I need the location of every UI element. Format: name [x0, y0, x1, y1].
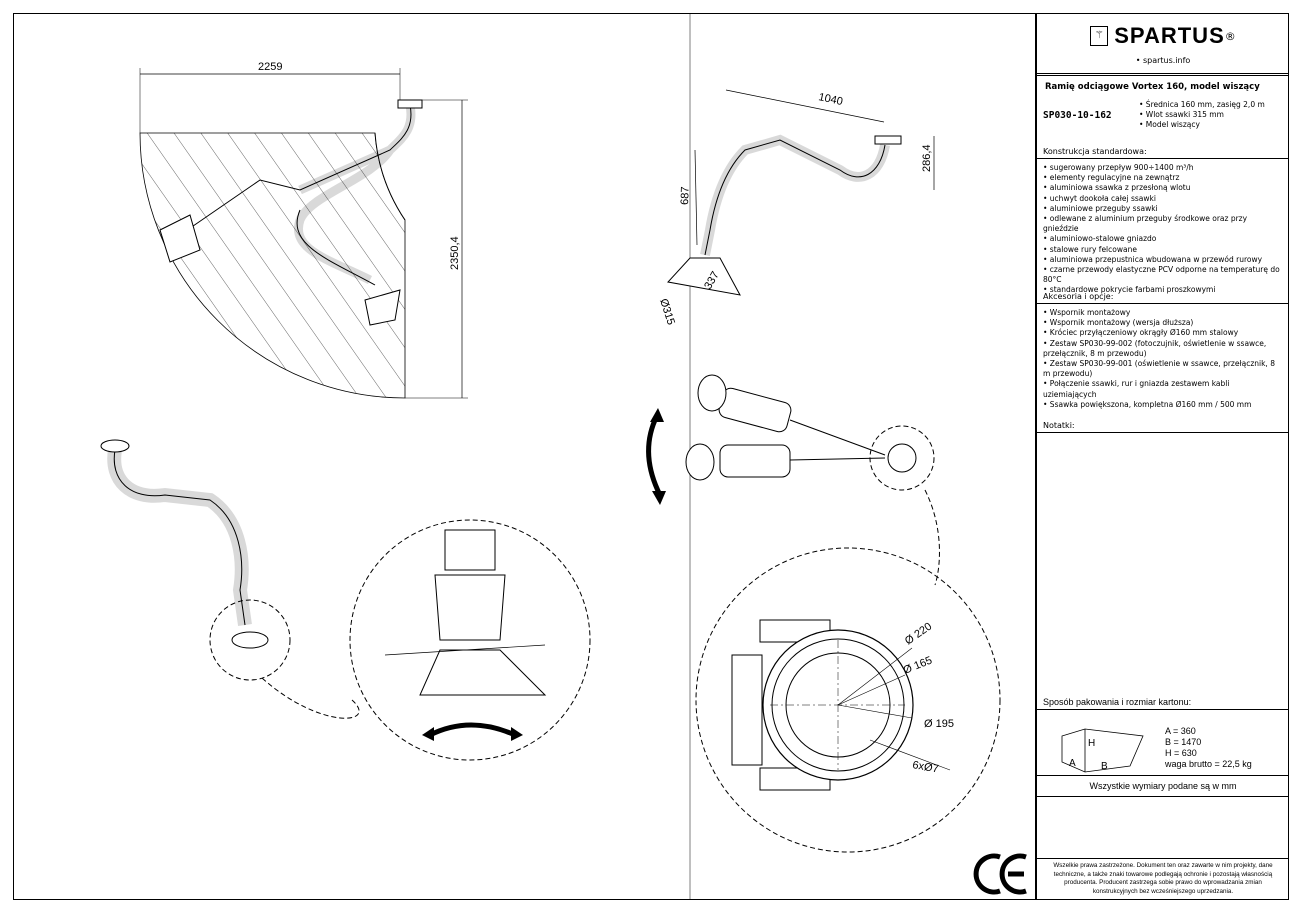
box-label-a: A — [1069, 758, 1076, 769]
list-item: • uchwyt dookoła całej ssawki — [1043, 193, 1156, 203]
accessories-heading: Akcesoria i opcje: — [1037, 292, 1289, 304]
list-item: • aluminiowa ssawka z przesłoną wlotu — [1043, 183, 1191, 193]
dim-reach-width: 2259 — [258, 61, 282, 73]
dim-d195: Ø 195 — [924, 718, 954, 730]
dim-hood-diameter: Ø315 — [657, 297, 677, 326]
sheet-border — [13, 13, 1289, 900]
list-item: • Króciec przyłączeniowy okrągły Ø160 mm… — [1043, 328, 1239, 338]
box-diagram: H A B — [1061, 728, 1144, 773]
pack-value: waga brutto = 22,5 kg — [1165, 759, 1252, 769]
website-link[interactable]: • spartus.info — [1135, 56, 1191, 65]
dim-d165: Ø 165 — [902, 654, 934, 676]
dim-holes: 6xØ7 — [911, 759, 939, 775]
list-item: • sugerowany przepływ 900÷1400 m³/h — [1043, 163, 1194, 172]
list-item: • Zestaw SP030-99-001 (oświetlenie w ssa… — [1043, 359, 1275, 379]
rotate-arrow-horizontal — [428, 722, 517, 738]
dim-d220: Ø 220 — [903, 620, 934, 647]
spec-item: • Średnica 160 mm, zasięg 2,0 m — [1139, 100, 1265, 109]
dim-arm-length: 1040 — [817, 91, 843, 108]
pack-value: A = 360 — [1165, 726, 1196, 736]
list-item: • czarne przewody elastyczne PCV odporne… — [1043, 265, 1280, 285]
brand-name: SPARTUS — [1114, 23, 1225, 48]
isometric-view — [100, 439, 591, 761]
list-item: • standardowe pokrycie farbami proszkowy… — [1043, 285, 1216, 295]
spartus-logo-icon: ⚚ — [1090, 26, 1109, 46]
spec-item: • Wlot ssawki 315 mm — [1139, 110, 1224, 119]
product-specs: • Średnica 160 mm, zasięg 2,0 m • Wlot s… — [1139, 100, 1265, 130]
list-item: • Zestaw SP030-99-002 (fotoczujnik, oświ… — [1043, 338, 1267, 358]
box-label-b: B — [1101, 761, 1108, 772]
product-code: SP030-10-162 — [1043, 110, 1112, 121]
notes-heading: Notatki: — [1037, 421, 1289, 433]
list-item: • Połączenie ssawki, rur i gniazda zesta… — [1043, 379, 1230, 399]
pack-value: B = 1470 — [1165, 737, 1202, 747]
list-item: • Ssawka powiększona, kompletna Ø160 mm … — [1043, 399, 1252, 409]
box-label-h: H — [1088, 738, 1095, 749]
units-note: Wszystkie wymiary podane są w mm — [1037, 775, 1289, 797]
rotate-arrow-vertical — [646, 419, 663, 497]
dim-reach-height: 2350,4 — [449, 236, 461, 270]
list-item: • aluminiowe przeguby ssawki — [1043, 203, 1158, 213]
title-block: ⚚ SPARTUS® • spartus.info Ramię odciągow… — [1035, 13, 1289, 900]
construction-list: • sugerowany przepływ 900÷1400 m³/h • el… — [1037, 159, 1289, 296]
rotation-view — [646, 374, 940, 586]
copyright-note: Wszelkie prawa zastrzeżone. Dokument ten… — [1037, 858, 1289, 900]
ce-mark — [973, 853, 1027, 895]
accessories-list: • Wspornik montażowy • Wspornik montażow… — [1037, 304, 1289, 410]
product-title: Ramię odciągowe Vortex 160, model wisząc… — [1045, 82, 1260, 92]
construction-heading: Konstrukcja standardowa: — [1037, 147, 1289, 159]
dim-mount-height: 286,4 — [921, 144, 933, 172]
list-item: • odlewane z aluminium przeguby środkowe… — [1043, 214, 1248, 234]
list-item: • Wspornik montażowy — [1043, 308, 1131, 317]
pack-value: H = 630 — [1165, 748, 1197, 758]
list-item: • stalowe rury felcowane — [1043, 244, 1137, 254]
list-item: • elementy regulacyjne na zewnątrz — [1043, 173, 1180, 183]
brand-header: ⚚ SPARTUS® • spartus.info — [1037, 13, 1289, 74]
list-item: • Wspornik montażowy (wersja dłuższa) — [1043, 318, 1194, 328]
technical-drawing: 2259 2350,4 1040 687 286,4 Ø315 337 — [100, 14, 1027, 899]
reach-envelope-view: 2259 2350,4 — [139, 61, 468, 399]
packing-heading: Sposób pakowania i rozmiar kartonu: — [1037, 697, 1289, 710]
list-item: • aluminiowa przepustnica wbudowana w pr… — [1043, 254, 1263, 264]
side-view: 1040 687 286,4 Ø315 337 — [657, 89, 935, 327]
registered-mark: ® — [1224, 29, 1236, 43]
list-item: • aluminiowo-stalowe gniazdo — [1043, 234, 1157, 244]
dim-arm-drop: 687 — [679, 186, 692, 205]
flange-detail: Ø 220 Ø 165 Ø 195 6xØ7 — [695, 547, 1001, 853]
packing-info: H A B A = 360 B = 1470 H = 630 waga brut… — [1037, 720, 1289, 775]
spec-item: • Model wiszący — [1139, 120, 1200, 129]
